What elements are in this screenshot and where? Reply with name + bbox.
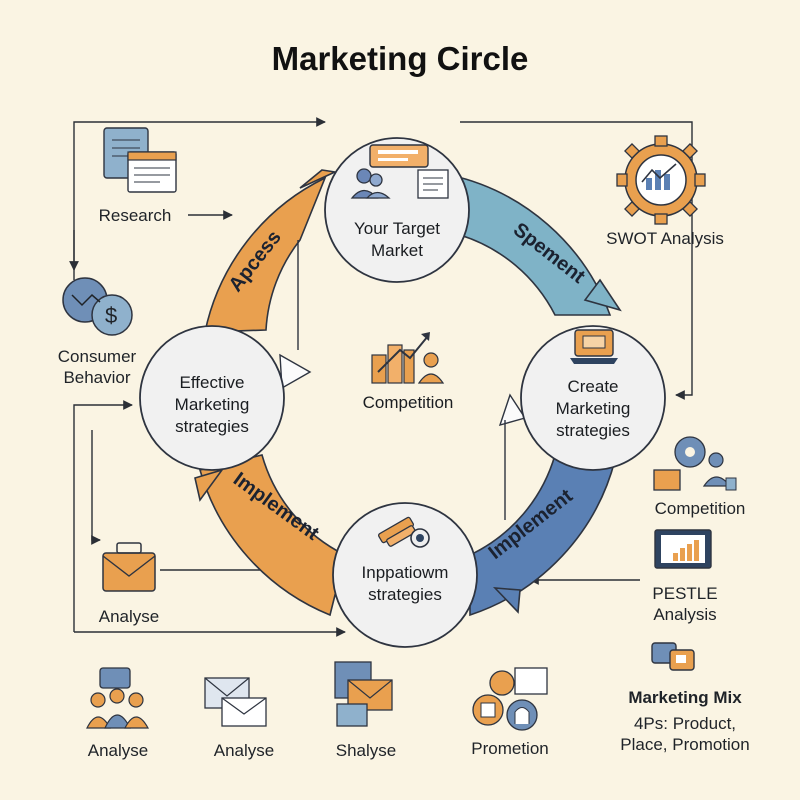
center-label: Competition	[362, 393, 454, 412]
pestle-label: PESTLE Analysis	[652, 584, 718, 624]
envelope-icon	[204, 677, 267, 727]
page-title: Marketing Circle	[271, 40, 529, 77]
consumer-behavior-label: Consumer Behavior	[57, 347, 137, 387]
connector-analyse-left	[91, 430, 101, 545]
bottom-label-3: Shalyse	[335, 741, 397, 760]
marketing-mix-detail: 4Ps: Product, Place, Promotion	[620, 714, 750, 754]
marketing-mix-title: Marketing Mix	[628, 688, 742, 707]
money-icon: $	[62, 277, 133, 336]
node-left-label: Effective Marketing strategies	[174, 373, 250, 436]
people-icon	[653, 436, 737, 491]
node-top-label: Your Target Market	[353, 219, 440, 260]
research-label: Research	[98, 206, 172, 225]
stacked-mail-icon	[334, 661, 393, 727]
connector-swot-right	[460, 121, 693, 400]
node-left	[139, 325, 285, 471]
bottom-label-4: Prometion	[471, 739, 549, 758]
monitor-chart-icon	[654, 529, 712, 569]
bottom-label-1: Analyse	[87, 741, 149, 760]
arc-bottom-right	[469, 454, 617, 617]
growth-chart-icon	[371, 332, 445, 384]
arc-bottom-left	[199, 454, 346, 617]
node-right-label: Create Marketing strategies	[555, 377, 631, 440]
node-bottom-label: Inppatiowm strategies	[361, 563, 449, 604]
arc-top-left	[204, 176, 327, 333]
group-people-icon	[86, 667, 150, 729]
swot-label: SWOT Analysis	[606, 229, 724, 248]
connector-loop-left	[73, 400, 133, 632]
svg-text:$: $	[105, 303, 117, 328]
node-right	[520, 325, 666, 471]
gear-chart-icon	[616, 135, 706, 225]
node-bottom	[332, 502, 478, 648]
competition-right-label: Competition	[654, 499, 746, 518]
connector-research-top	[73, 117, 326, 280]
tools-icon	[377, 516, 430, 548]
arc-top-right	[449, 173, 612, 316]
document-icon	[103, 127, 177, 193]
monitor-icon	[570, 329, 618, 364]
analyse-left-label: Analyse	[98, 607, 160, 626]
mix-icon	[651, 642, 695, 671]
bottom-label-2: Analyse	[213, 741, 275, 760]
people-docs-icon	[350, 144, 449, 199]
target-icon	[472, 667, 548, 731]
cycle-ring	[194, 169, 622, 617]
briefcase-icon	[102, 542, 156, 592]
